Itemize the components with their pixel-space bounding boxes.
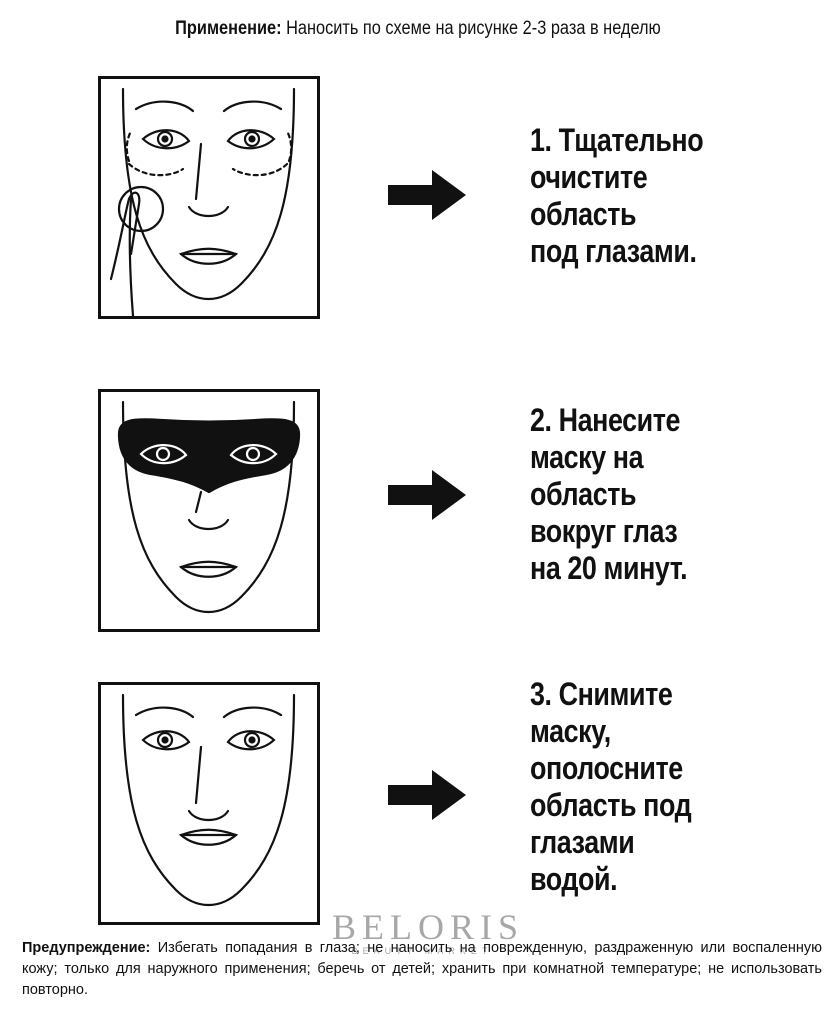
usage-instruction: Применение: Наносить по схеме на рисунке… <box>59 18 778 40</box>
usage-text: Наносить по схеме на рисунке 2-3 раза в … <box>281 18 661 39</box>
arrow-icon <box>388 470 466 520</box>
step-2-text: 2. Нанесите маску на область вокруг глаз… <box>530 402 688 586</box>
step-3-text: 3. Снимите маску, ополосните область под… <box>530 676 692 897</box>
warning-label: Предупреждение: <box>22 940 151 956</box>
arrow-icon <box>388 770 466 820</box>
arrow-icon <box>388 170 466 220</box>
warning-body: Избегать попадания в глаза; не наносить … <box>22 940 822 998</box>
face-illustration-cleanse <box>98 76 320 319</box>
face-illustration-mask <box>98 389 320 632</box>
face-illustration-rinse <box>98 682 320 925</box>
step-1-text: 1. Тщательно очистите область под глазам… <box>530 122 704 269</box>
warning-text: Предупреждение: Избегать попадания в гла… <box>22 938 822 1001</box>
usage-label: Применение: <box>175 18 282 39</box>
